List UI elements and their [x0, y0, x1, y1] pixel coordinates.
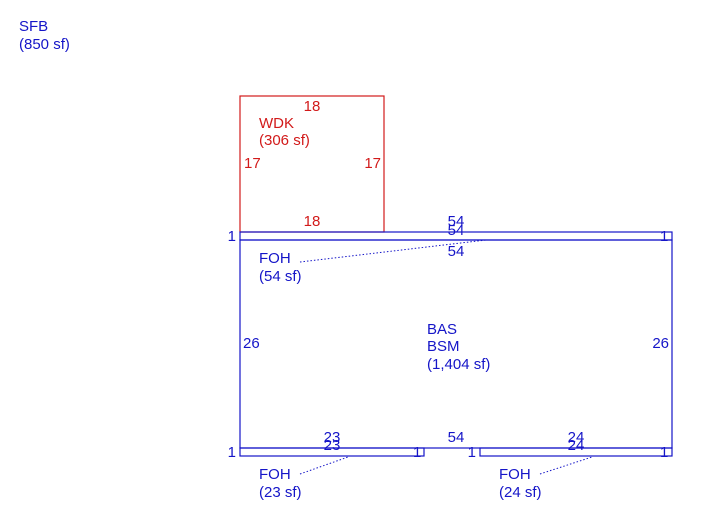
sfb-name: SFB: [19, 18, 48, 35]
foh-top-dim-a: 54: [448, 213, 465, 230]
foh-right-area: 24 24 1 1 FOH (24 sf): [468, 429, 673, 501]
foh-top-area: 54 54 54 1 1 FOH (54 sf): [228, 213, 673, 285]
sfb-label: SFB (850 sf): [19, 18, 70, 53]
foh-right-leader: [539, 456, 593, 475]
bas-dim-left: 26: [243, 335, 260, 352]
foh-right-outline: [479, 447, 673, 457]
bas-area-text: (1,404 sf): [427, 356, 490, 373]
foh-top-name: FOH: [259, 250, 291, 267]
foh-left-area-text: (23 sf): [259, 484, 302, 501]
foh-top-outline: [239, 231, 673, 241]
sfb-area: (850 sf): [19, 36, 70, 53]
foh-top-dim-b: 54: [448, 222, 465, 239]
foh-right-dim-right: 1: [660, 444, 668, 461]
wdk-area-text: (306 sf): [259, 132, 310, 149]
foh-top-dim-left: 1: [228, 228, 236, 245]
foh-top-dim-bottom: 54: [448, 243, 465, 260]
foh-top-dim-right: 1: [660, 228, 668, 245]
foh-right-dim-left: 1: [468, 444, 476, 461]
foh-left-leader: [299, 456, 349, 475]
foh-left-outline: [239, 447, 425, 457]
wdk-dim-right: 17: [364, 155, 381, 172]
foh-left-area: 23 23 1 1 FOH (23 sf): [228, 429, 425, 501]
bas-name: BAS: [427, 321, 457, 338]
foh-left-dim-right: 1: [413, 444, 421, 461]
wdk-dim-left: 17: [244, 155, 261, 172]
foh-top-area-text: (54 sf): [259, 268, 302, 285]
bas-name-2: BSM: [427, 338, 460, 355]
bas-area: 26 26 54 BAS BSM (1,404 sf): [239, 239, 673, 449]
foh-right-dim-b: 24: [568, 437, 585, 454]
wdk-dim-bottom: 18: [304, 213, 321, 230]
foh-left-dim-left: 1: [228, 444, 236, 461]
foh-right-name: FOH: [499, 466, 531, 483]
foh-left-name: FOH: [259, 466, 291, 483]
foh-right-dim-a: 24: [568, 429, 585, 446]
bas-dim-bottom: 54: [448, 429, 465, 446]
foh-right-area-text: (24 sf): [499, 484, 542, 501]
wdk-name: WDK: [259, 115, 294, 132]
foh-left-dim-a: 23: [324, 429, 341, 446]
wdk-dim-top: 18: [304, 98, 321, 115]
bas-dim-right: 26: [652, 335, 669, 352]
wdk-area: 18 18 17 17 WDK (306 sf): [239, 95, 385, 233]
foh-left-dim-b: 23: [324, 437, 341, 454]
